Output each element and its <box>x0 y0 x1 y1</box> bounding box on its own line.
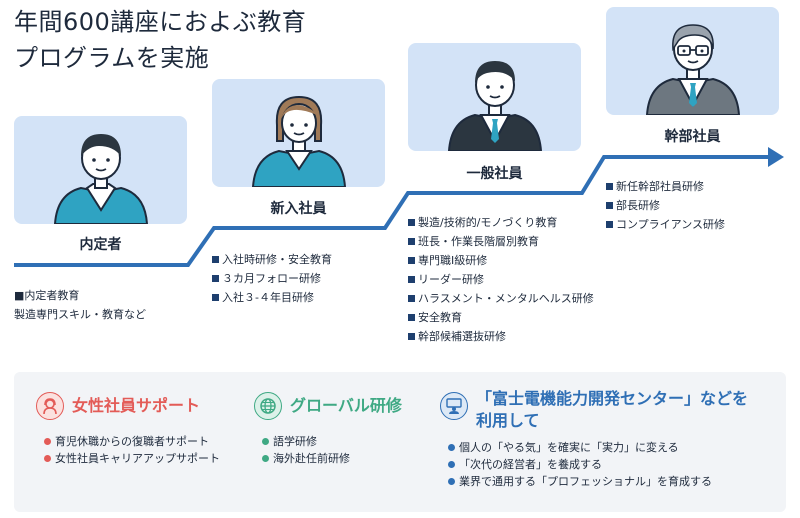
list-item: 入社時研修・安全教育 <box>212 250 332 269</box>
support-title-global: グローバル研修 <box>290 396 402 415</box>
lecturer-icon <box>440 392 468 420</box>
list-item: 「次代の経営者」を養成する <box>448 456 712 473</box>
list-item: 部長研修 <box>606 196 725 215</box>
list-item: 専門職Ⅰ級研修 <box>408 251 594 270</box>
list-item: ３カ月フォロー研修 <box>212 269 332 288</box>
course-list-kanbu: 新任幹部社員研修 部長研修 コンプライアンス研修 <box>606 177 725 234</box>
support-head-center: 「富士電機能力開発センター」などを 利用して <box>440 388 748 432</box>
list-item: 語学研修 <box>262 433 350 450</box>
list-item: 業界で通用する「プロフェッショナル」を育成する <box>448 473 712 490</box>
arrow-head-icon <box>768 147 784 167</box>
title-line-2: プログラムを実施 <box>14 44 210 72</box>
job-candidate-person-icon <box>53 134 148 224</box>
woman-icon <box>36 392 64 420</box>
avatar-card-kanbu <box>606 7 779 115</box>
list-item: コンプライアンス研修 <box>606 215 725 234</box>
support-title-women: 女性社員サポート <box>72 396 201 415</box>
general-employee-person-icon <box>447 61 542 151</box>
list-item: 個人の「やる気」を確実に「実力」に変える <box>448 439 712 456</box>
executive-person-icon <box>645 24 740 115</box>
course-list-naiteisha: ■内定者教育 製造専門スキル・教育など <box>14 286 146 324</box>
list-item: 入社３-４年目研修 <box>212 288 332 307</box>
new-employee-person-icon <box>251 95 346 187</box>
avatar-card-naiteisha <box>14 116 187 224</box>
list-item: リーダー研修 <box>408 270 594 289</box>
support-list-center: 個人の「やる気」を確実に「実力」に変える 「次代の経営者」を養成する 業界で通用… <box>448 439 712 490</box>
support-title-center-line-2: 利用して <box>476 411 540 430</box>
list-item: 班長・作業長階層別教育 <box>408 232 594 251</box>
list-item: 製造/技術的/モノづくり教育 <box>408 213 594 232</box>
globe-icon <box>254 392 282 420</box>
career-stair-arrow <box>14 147 784 267</box>
list-item: 育児休職からの復職者サポート <box>44 433 220 450</box>
list-item: 幹部候補選抜研修 <box>408 327 594 346</box>
avatar-card-ippan <box>408 43 581 151</box>
list-item: 新任幹部社員研修 <box>606 177 725 196</box>
support-panel <box>14 372 786 512</box>
list-item: ハラスメント・メンタルヘルス研修 <box>408 289 594 308</box>
stage-label-naiteisha: 内定者 <box>79 237 122 253</box>
support-list-women: 育児休職からの復職者サポート 女性社員キャリアアップサポート <box>44 433 220 467</box>
support-list-global: 語学研修 海外赴任前研修 <box>262 433 350 467</box>
support-title-center: 「富士電機能力開発センター」などを 利用して <box>476 388 748 432</box>
course-list-ippan: 製造/技術的/モノづくり教育 班長・作業長階層別教育 専門職Ⅰ級研修 リーダー研… <box>408 213 594 346</box>
support-head-women: 女性社員サポート <box>36 392 200 420</box>
list-item: 製造専門スキル・教育など <box>14 308 146 321</box>
list-item: 海外赴任前研修 <box>262 450 350 467</box>
support-head-global: グローバル研修 <box>254 392 402 420</box>
title-line-1: 年間600講座におよぶ教育 <box>14 8 307 36</box>
support-title-center-line-1: 「富士電機能力開発センター」などを <box>476 389 749 408</box>
course-list-shinnyu: 入社時研修・安全教育 ３カ月フォロー研修 入社３-４年目研修 <box>212 250 332 307</box>
list-item: 女性社員キャリアアップサポート <box>44 450 220 467</box>
stage-label-shinnyu: 新入社員 <box>270 201 327 217</box>
page-title: 年間600講座におよぶ教育 プログラムを実施 <box>14 4 306 76</box>
list-item: 安全教育 <box>408 308 594 327</box>
stage-label-ippan: 一般社員 <box>466 166 523 182</box>
stage-label-kanbu: 幹部社員 <box>664 129 721 145</box>
list-item: ■内定者教育 <box>14 289 80 302</box>
avatar-card-shinnyu <box>212 79 385 187</box>
